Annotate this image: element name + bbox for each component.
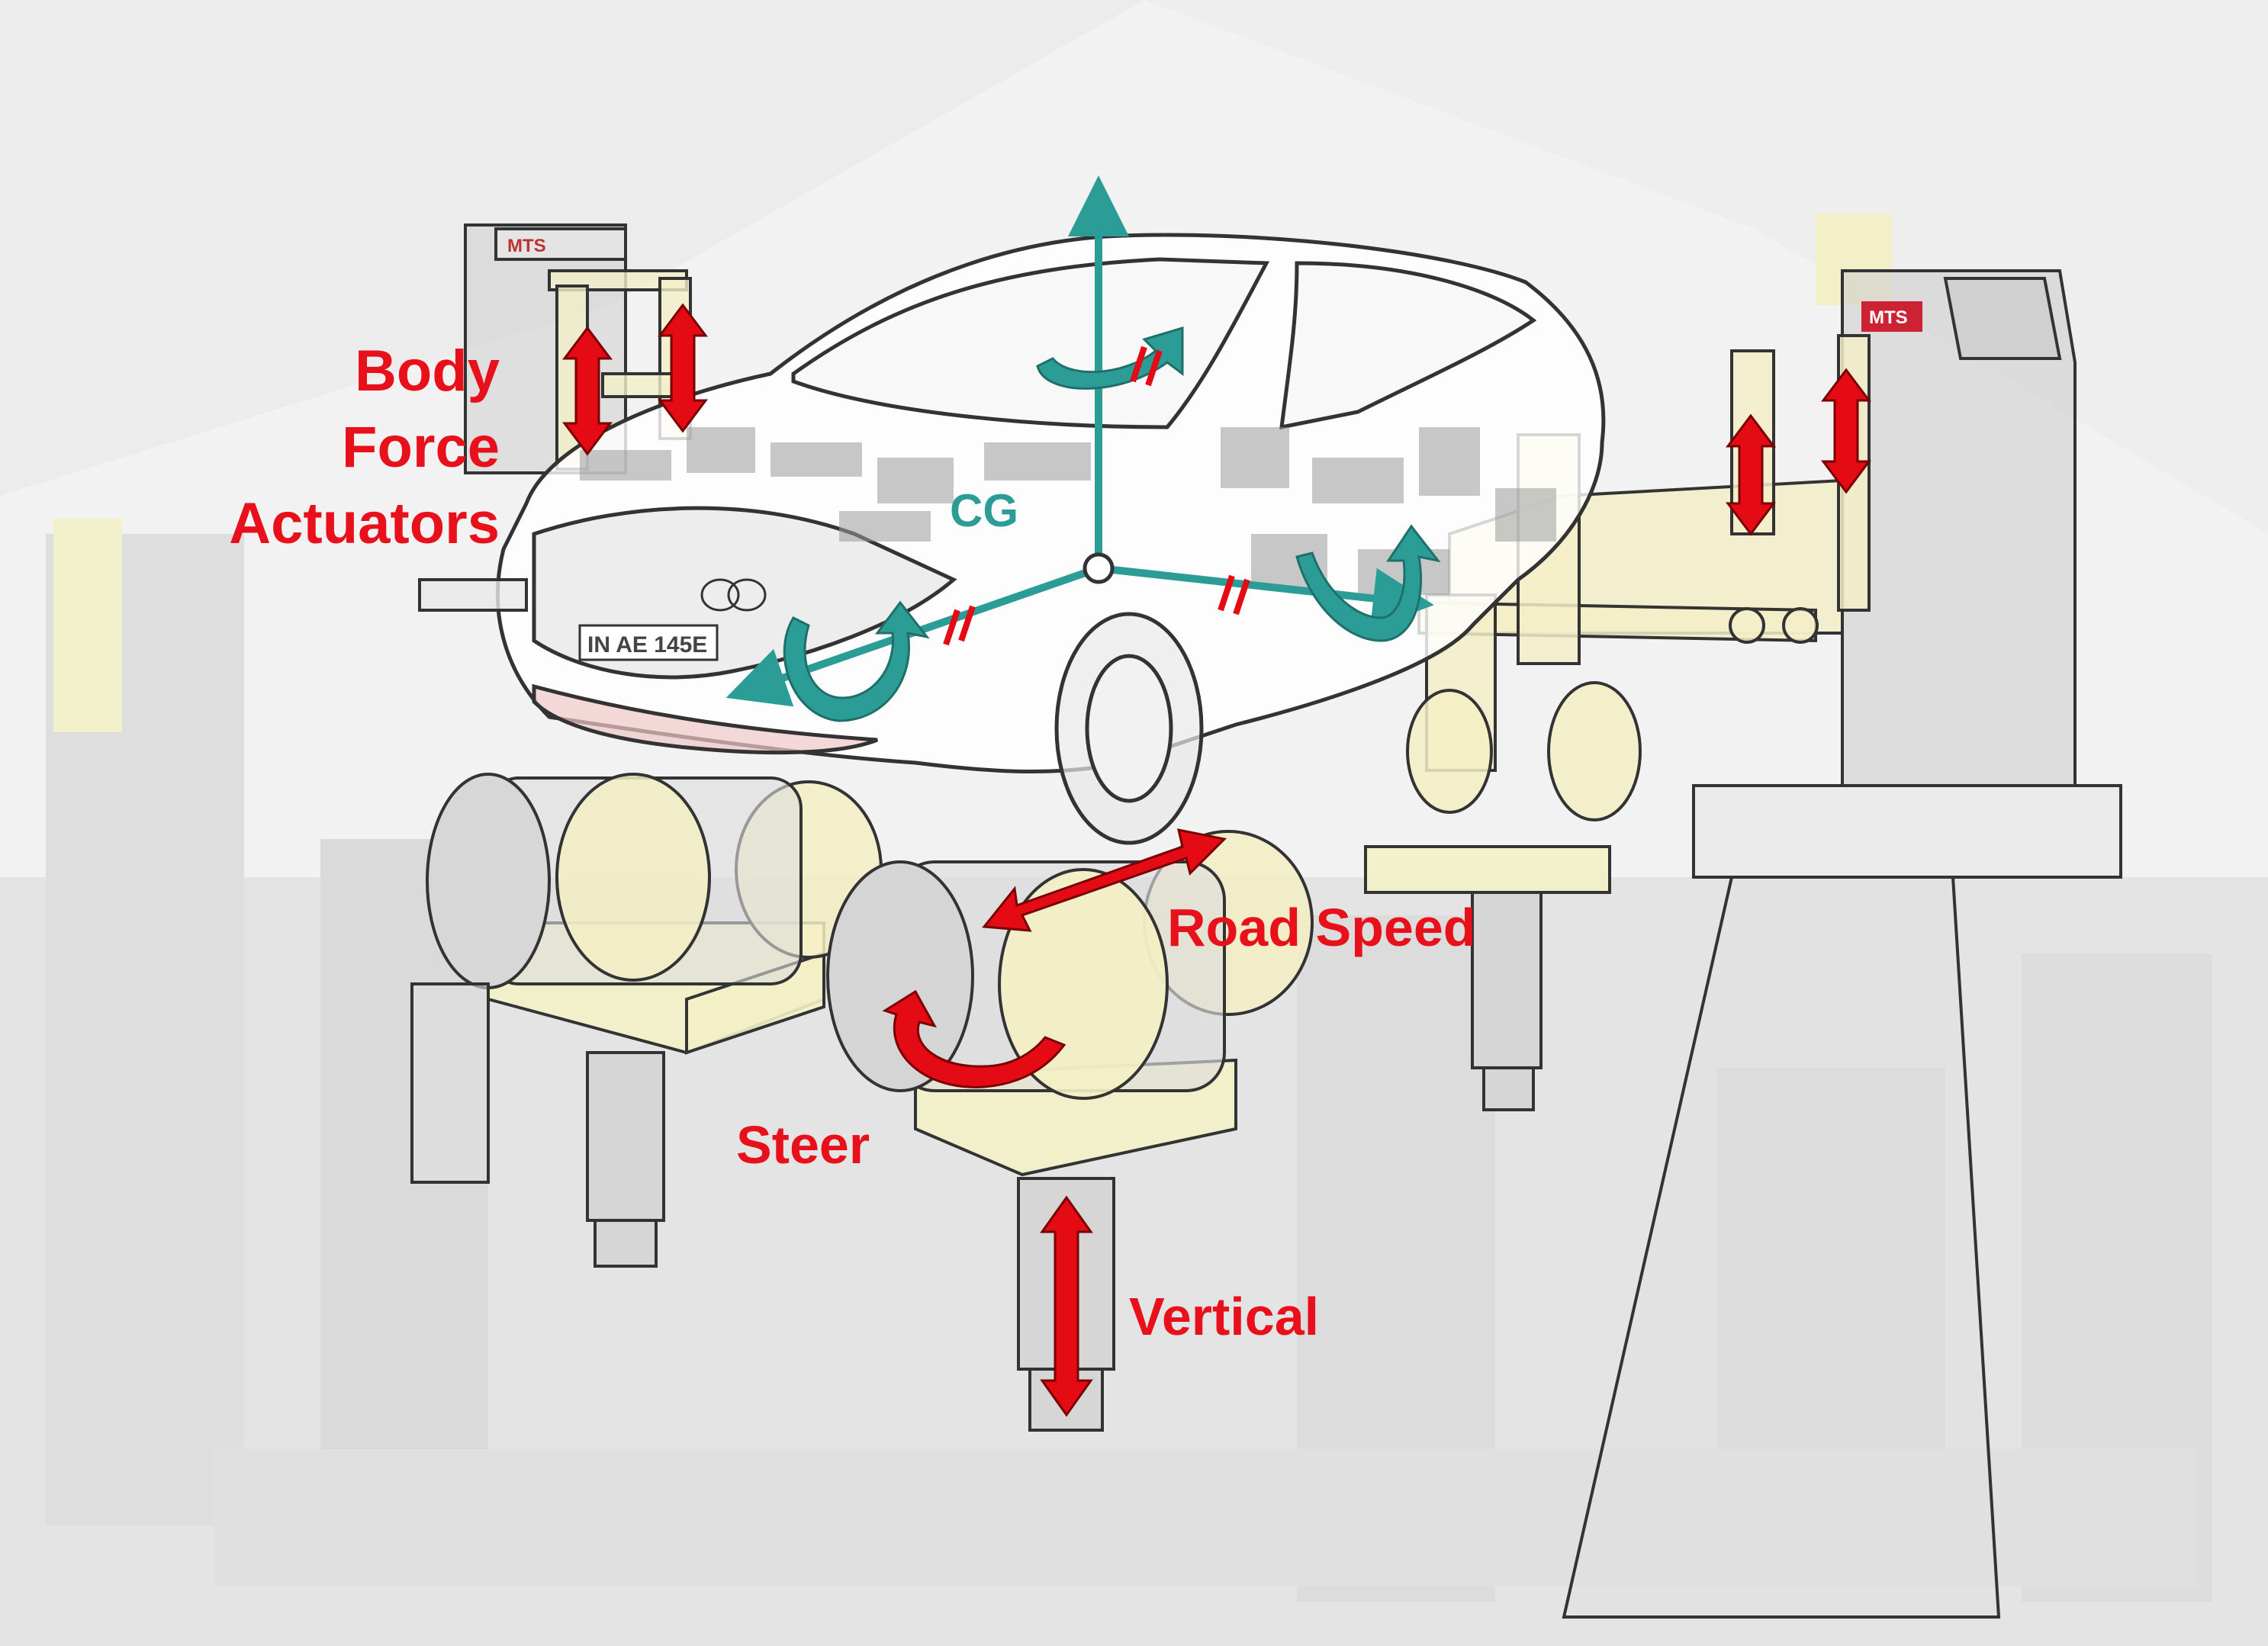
yaw-rotation-arrow [1036, 326, 1184, 390]
label-body-line2: Force [342, 415, 500, 480]
red-arrows [562, 303, 1871, 1417]
longitudinal-axis [1095, 564, 1434, 629]
body-force-arrow-right [658, 303, 708, 433]
body-force-arrow-rear-1 [1726, 413, 1776, 536]
label-body-line3: Actuators [229, 491, 500, 556]
roll-rotation-arrow [783, 600, 930, 722]
pitch-rotation-arrow [1295, 524, 1441, 642]
right-actuator-tower: MTS [1562, 269, 2122, 1619]
label-cg: CG [950, 485, 1018, 536]
roller-drums [426, 681, 1642, 1100]
steer-rotation-arrow [882, 989, 1066, 1088]
mts-left-label: MTS [507, 236, 546, 256]
mts-right-label: MTS [1869, 307, 1908, 328]
vertical-arrow [1040, 1195, 1093, 1417]
license-plate: IN AE 145E [587, 632, 707, 657]
front-body-plate [418, 578, 528, 612]
label-body-line1: Body [355, 339, 500, 403]
label-vertical: Vertical [1129, 1287, 1319, 1346]
body-force-arrow-left [562, 326, 613, 456]
label-steer: Steer [736, 1115, 870, 1175]
rotation-arrows [783, 326, 1441, 722]
diagram-labels: Body Force Actuators CG Road Speed Steer… [229, 339, 1475, 1346]
vehicle-body: IN AE 145E [496, 233, 1606, 845]
axis-tick-marks [943, 346, 1250, 646]
road-speed-arrow [982, 828, 1227, 932]
cg-point [1083, 552, 1115, 584]
label-road-speed: Road Speed [1167, 898, 1476, 957]
body-force-arrow-rear-2 [1821, 368, 1871, 494]
